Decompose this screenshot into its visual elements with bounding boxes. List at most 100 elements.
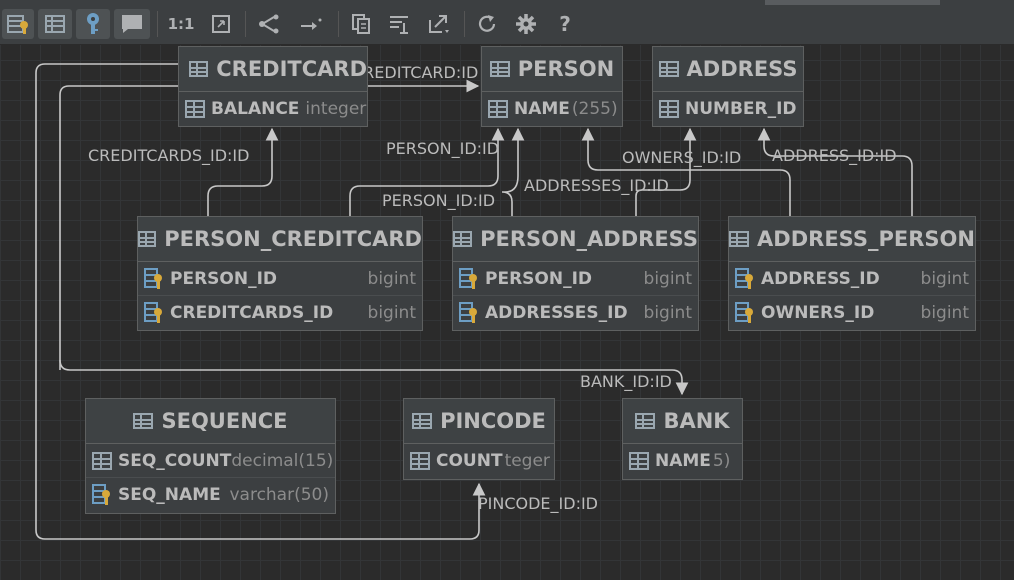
table-icon (133, 413, 154, 429)
column-type: bigint (920, 302, 969, 323)
edge-label-addresses-id: ADDRESSES_ID:ID (524, 176, 669, 195)
table-icon (412, 413, 433, 429)
show-keys-button[interactable] (2, 9, 34, 39)
table-header[interactable]: SEQUENCE (86, 399, 335, 444)
table-title: PINCODE (440, 409, 546, 433)
export-button[interactable] (424, 9, 454, 39)
column-row[interactable]: ADDRESS_ID bigint (729, 262, 975, 295)
foreign-key-icon (735, 301, 757, 324)
edge-label-person-id-2: PERSON_ID:ID (382, 191, 496, 210)
column-row[interactable]: SEQ_COUNT decimal(15) (86, 444, 335, 477)
align-button[interactable] (384, 9, 414, 39)
column-row[interactable]: ADDRESSES_ID bigint (453, 295, 698, 329)
comment-icon (122, 15, 142, 33)
table-address-person[interactable]: ADDRESS_PERSON ADDRESS_ID bigint OWNERS_… (728, 216, 976, 331)
table-header[interactable]: PERSON (482, 47, 622, 92)
help-button[interactable]: ? (550, 9, 580, 39)
column-row[interactable]: BALANCE integer (179, 92, 367, 125)
gear-icon (516, 14, 536, 34)
copy-button[interactable] (346, 9, 376, 39)
fit-content-button[interactable] (206, 9, 236, 39)
column-type: bigint (920, 268, 969, 289)
table-person[interactable]: PERSON NAME (255) (481, 46, 623, 127)
column-icon (185, 99, 205, 118)
table-header[interactable]: ADDRESS (653, 47, 803, 92)
column-name: CREDITCARDS_ID (170, 302, 334, 323)
table-icon (453, 231, 473, 247)
toolbar-scroll-strip (765, 0, 940, 5)
column-type: integer (305, 98, 367, 119)
column-name: NAME (514, 98, 570, 119)
table-title: ADDRESS_PERSON (757, 227, 975, 251)
column-row[interactable]: NUMBER_ID (653, 92, 803, 125)
refresh-button[interactable] (472, 9, 502, 39)
column-row[interactable]: PERSON_ID bigint (453, 262, 698, 295)
edge-label-owners-id: OWNERS_ID:ID (622, 148, 742, 167)
column-row[interactable]: SEQ_NAME varchar(50) (86, 477, 335, 511)
table-key-icon (7, 15, 28, 34)
column-row[interactable]: COUNT teger (404, 444, 554, 477)
edge-creditcards-id (207, 127, 279, 216)
table-header[interactable]: PERSON_ADDRESS (453, 217, 698, 262)
edge-label-address-id: ADDRESS_ID:ID (772, 146, 897, 165)
table-icon (729, 231, 750, 247)
column-icon (629, 451, 649, 470)
column-row[interactable]: PERSON_ID bigint (138, 262, 422, 295)
settings-button[interactable] (511, 9, 541, 39)
edge-address-id (757, 127, 913, 216)
table-header[interactable]: PERSON_CREDITCARD (138, 217, 422, 262)
table-columns-icon (45, 15, 65, 33)
table-bank[interactable]: BANK NAME 5) (622, 398, 743, 480)
column-row[interactable]: CREDITCARDS_ID bigint (138, 295, 422, 329)
edge-owners-id (581, 127, 791, 216)
table-icon (635, 413, 656, 429)
column-name: SEQ_NAME (118, 484, 221, 505)
column-name: OWNERS_ID (761, 302, 875, 323)
table-header[interactable]: PINCODE (404, 399, 554, 444)
column-type: bigint (367, 302, 416, 323)
column-type: (255) (571, 98, 618, 119)
table-person-address[interactable]: PERSON_ADDRESS PERSON_ID bigint ADDRESSE… (452, 216, 699, 331)
table-title: BANK (663, 409, 730, 433)
primary-key-icon (92, 483, 114, 506)
table-header[interactable]: ADDRESS_PERSON (729, 217, 975, 262)
table-address[interactable]: ADDRESS NUMBER_ID (652, 46, 804, 127)
layout-button[interactable] (254, 9, 284, 39)
foreign-key-icon (459, 267, 481, 290)
column-icon (488, 99, 508, 118)
one-to-one-icon: 1:1 (167, 15, 195, 33)
column-row[interactable]: NAME (255) (482, 92, 622, 125)
table-header[interactable]: CREDITCARD (179, 47, 367, 92)
edge-pincode-id (35, 63, 486, 540)
column-name: BALANCE (211, 98, 300, 119)
layout-icon (259, 14, 279, 34)
fit-icon (212, 15, 230, 33)
table-title: PERSON (517, 57, 615, 81)
column-name: ADDRESSES_ID (485, 302, 628, 323)
show-key-button[interactable] (76, 9, 110, 39)
column-type: bigint (367, 268, 416, 289)
column-icon (659, 99, 679, 118)
column-name: PERSON_ID (170, 268, 278, 289)
show-columns-button[interactable] (38, 9, 72, 39)
column-row[interactable]: NAME 5) (623, 444, 742, 477)
table-person-creditcard[interactable]: PERSON_CREDITCARD PERSON_ID bigint CREDI… (137, 216, 423, 331)
table-creditcard[interactable]: CREDITCARD BALANCE integer (178, 46, 368, 127)
table-sequence[interactable]: SEQUENCE SEQ_COUNT decimal(15) SEQ_NAME … (85, 398, 336, 514)
actual-size-button[interactable]: 1:1 (166, 9, 196, 39)
table-icon (658, 61, 679, 77)
table-icon (189, 61, 209, 77)
table-pincode[interactable]: PINCODE COUNT teger (403, 398, 555, 480)
column-name: NUMBER_ID (685, 98, 797, 119)
foreign-key-icon (144, 267, 166, 290)
foreign-key-icon (459, 301, 481, 324)
column-name: SEQ_COUNT (118, 450, 232, 471)
table-header[interactable]: BANK (623, 399, 742, 444)
column-name: NAME (655, 450, 711, 471)
table-title: ADDRESS (686, 57, 798, 81)
column-row[interactable]: OWNERS_ID bigint (729, 295, 975, 329)
column-icon (410, 451, 430, 470)
show-comments-button[interactable] (114, 9, 150, 39)
edge-person-id-1 (349, 127, 505, 216)
route-edges-button[interactable] (296, 9, 326, 39)
